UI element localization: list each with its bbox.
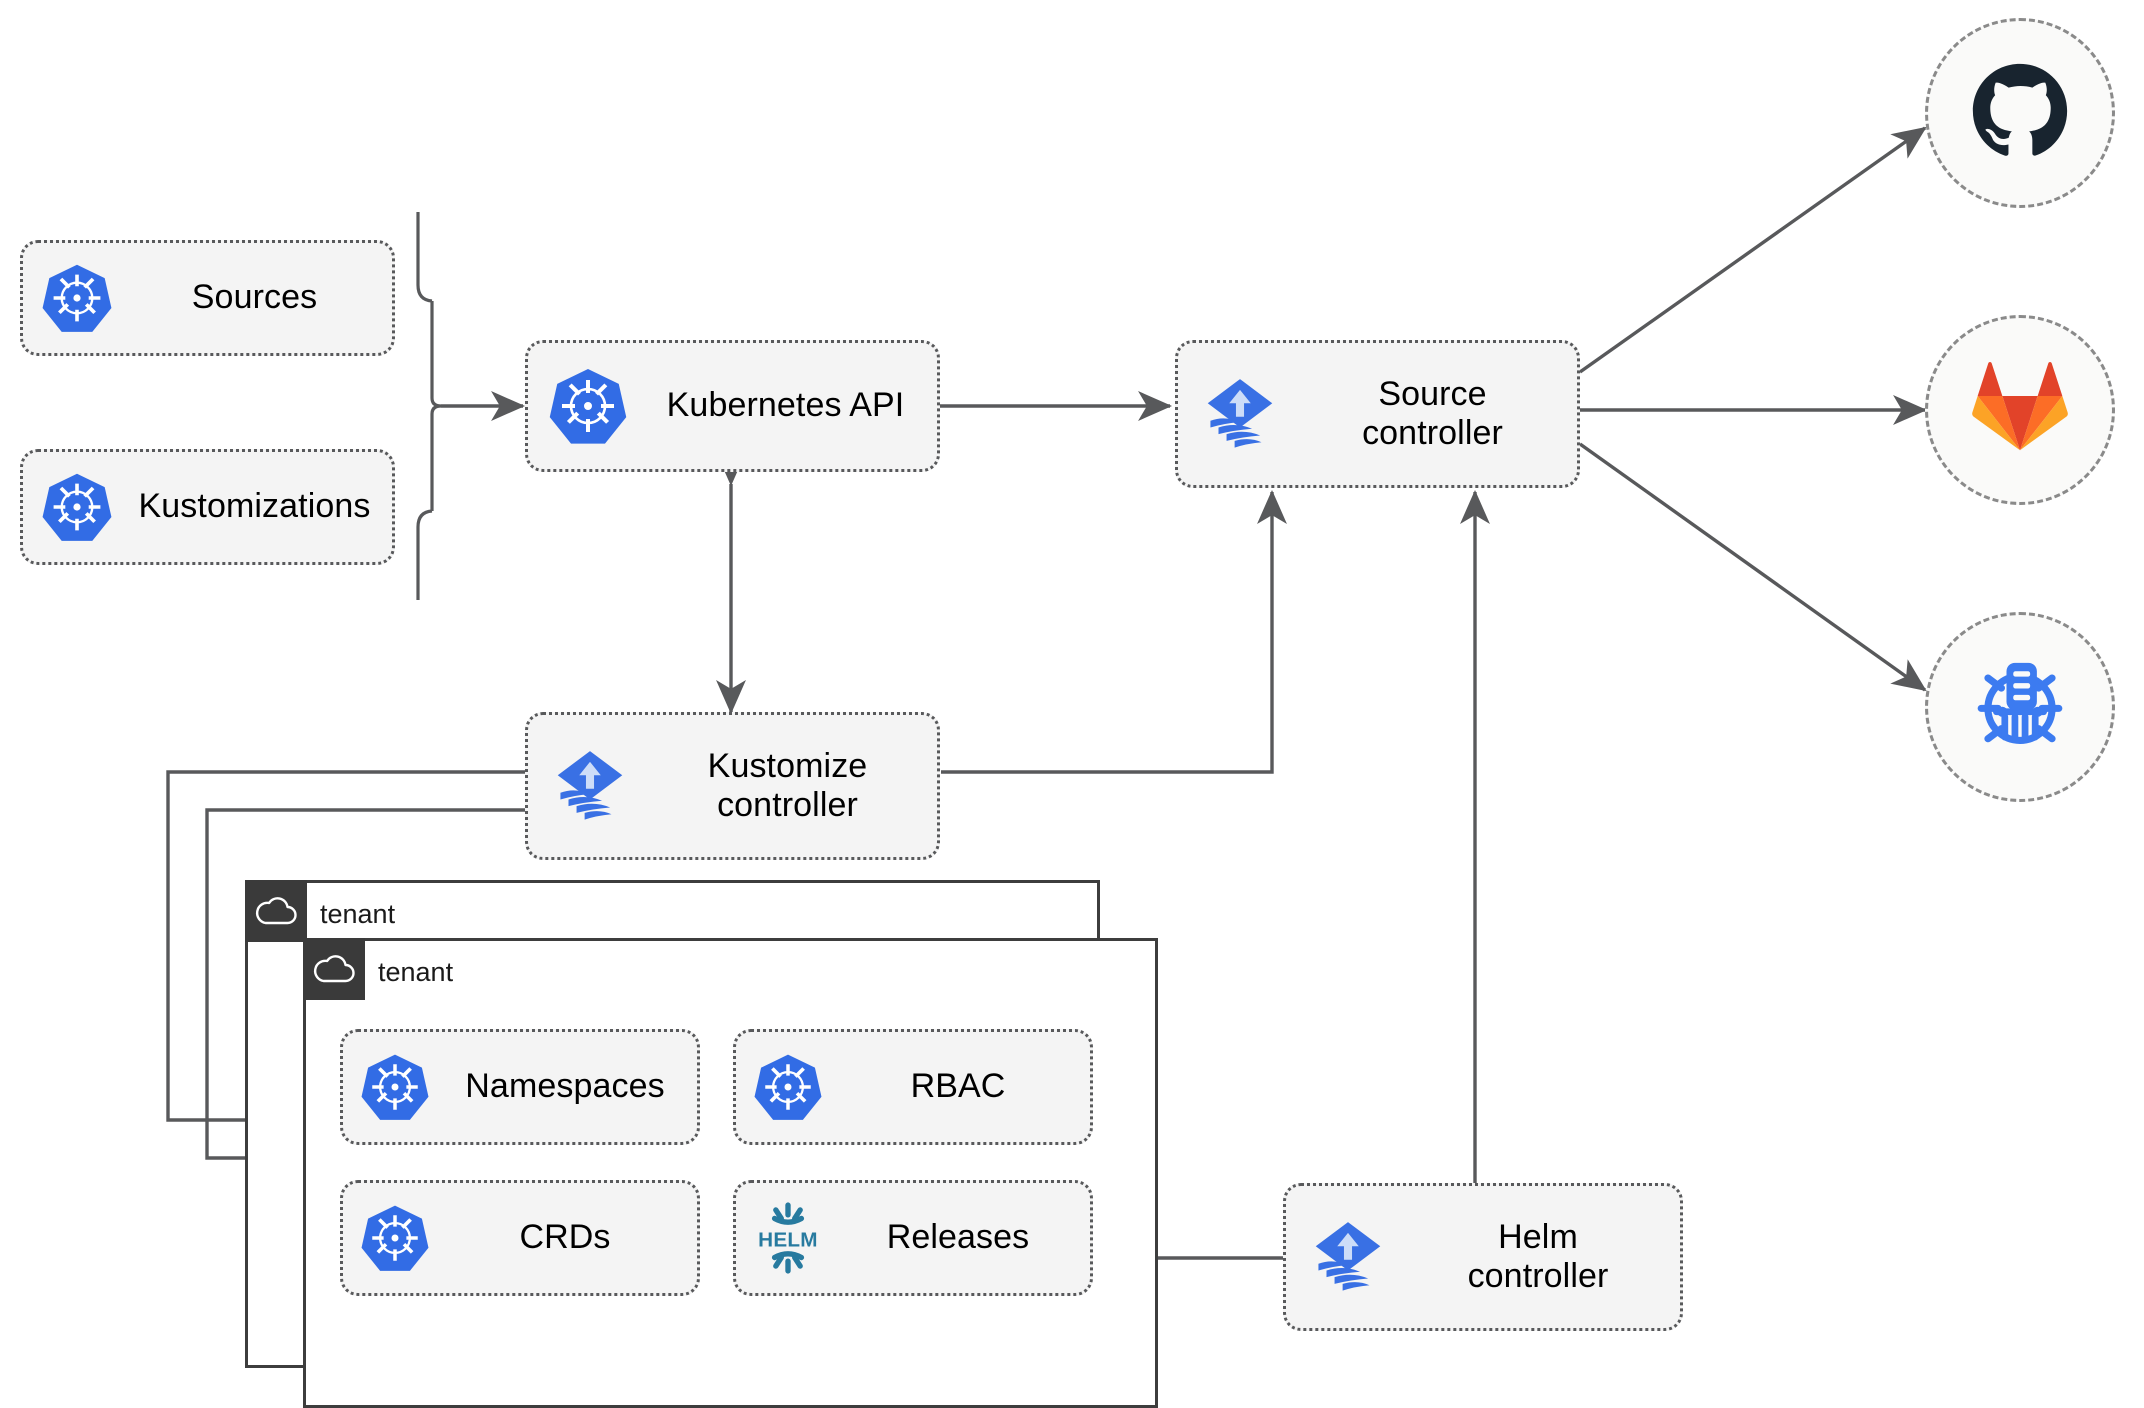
node-sources[interactable]: Sources <box>20 240 395 356</box>
node-kubernetes-api[interactable]: Kubernetes API <box>525 340 940 472</box>
resource-label: CRDs <box>519 1218 611 1257</box>
helm-icon: HELM <box>736 1199 840 1277</box>
node-source-controller[interactable]: Source controller <box>1175 340 1580 488</box>
github-icon <box>1968 59 2072 168</box>
node-kustomizations[interactable]: Kustomizations <box>20 449 395 565</box>
resource-releases[interactable]: HELM Releases <box>733 1180 1093 1296</box>
node-label: Kustomizations <box>138 487 371 526</box>
node-label: Source controller <box>1362 374 1503 452</box>
kubernetes-icon <box>343 1203 447 1273</box>
cloud-icon <box>303 938 365 1000</box>
kubernetes-icon <box>736 1052 840 1122</box>
node-label: Kustomize controller <box>707 746 868 824</box>
flux-icon <box>1286 1214 1410 1300</box>
node-label: Sources <box>191 278 318 317</box>
external-github[interactable] <box>1925 18 2115 208</box>
kubernetes-icon <box>343 1052 447 1122</box>
resource-label: Releases <box>886 1218 1030 1257</box>
node-label: Helm controller <box>1467 1217 1609 1295</box>
oci-registry-icon <box>1966 651 2074 764</box>
svg-text:HELM: HELM <box>758 1229 818 1252</box>
cloud-icon <box>245 880 307 942</box>
resource-label: Namespaces <box>465 1067 665 1106</box>
resource-crds[interactable]: CRDs <box>340 1180 700 1296</box>
resource-namespaces[interactable]: Namespaces <box>340 1029 700 1145</box>
tenant-container-inner[interactable]: tenant <box>303 938 1158 1408</box>
node-label: Kubernetes API <box>666 386 905 425</box>
external-oci-registry[interactable] <box>1925 612 2115 802</box>
flux-icon <box>528 743 652 829</box>
external-gitlab[interactable] <box>1925 315 2115 505</box>
flux-icon <box>1178 371 1302 457</box>
kubernetes-icon <box>528 366 648 446</box>
tenant-label: tenant <box>378 956 454 987</box>
resource-label: RBAC <box>910 1067 1006 1106</box>
resource-rbac[interactable]: RBAC <box>733 1029 1093 1145</box>
kubernetes-icon <box>23 262 131 334</box>
kubernetes-icon <box>23 471 131 543</box>
node-kustomize-controller[interactable]: Kustomize controller <box>525 712 940 860</box>
gitlab-icon <box>1970 360 2070 461</box>
node-helm-controller[interactable]: Helm controller <box>1283 1183 1683 1331</box>
tenant-label: tenant <box>320 898 396 929</box>
